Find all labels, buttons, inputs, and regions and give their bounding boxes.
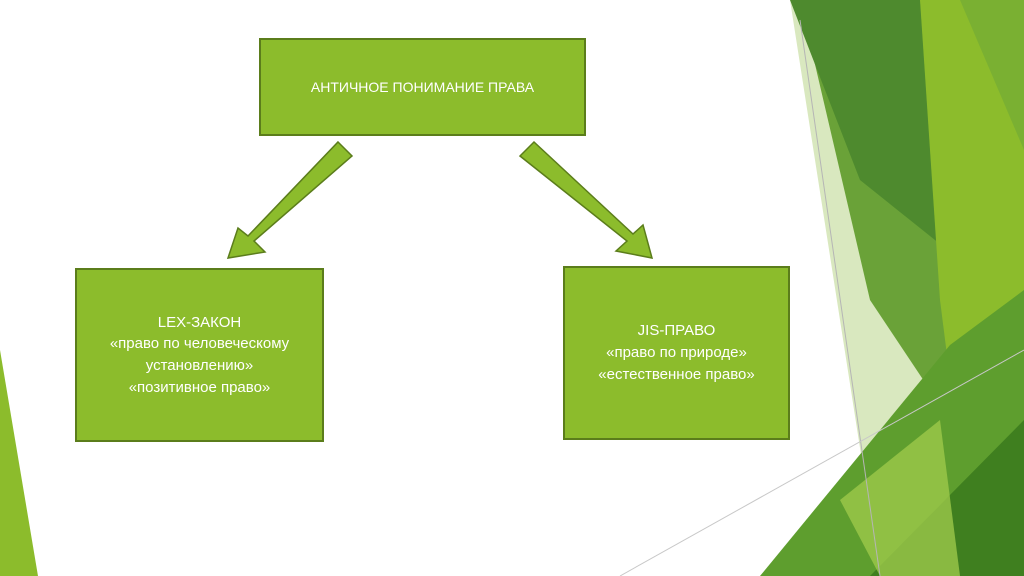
jis-box-line-3: «естественное право» <box>598 365 755 383</box>
top-concept-box: АНТИЧНОЕ ПОНИМАНИЕ ПРАВА <box>259 38 586 136</box>
jis-box: JIS-ПРАВО «право по природе» «естественн… <box>563 266 790 440</box>
jis-box-line-2: «право по природе» <box>606 344 747 362</box>
lex-box: LEX-ЗАКОН «право по человеческому устано… <box>75 268 324 442</box>
left-edge-shape <box>0 350 38 576</box>
thin-line-2 <box>619 349 1024 576</box>
jis-box-title: JIS-ПРАВО <box>637 322 716 340</box>
lex-box-line-3: установлению» <box>145 357 254 374</box>
lex-box-line-4: «позитивное право» <box>128 378 271 396</box>
top-box-label: АНТИЧНОЕ ПОНИМАНИЕ ПРАВА <box>310 79 535 95</box>
right-dark-panel <box>790 0 960 260</box>
lex-box-line-2: «право по человеческому <box>109 335 290 353</box>
lower-light-wedge <box>840 420 960 576</box>
lex-box-title: LEX-ЗАКОН <box>157 313 242 331</box>
right-top-shade <box>960 0 1024 150</box>
thin-line-1 <box>799 19 881 576</box>
